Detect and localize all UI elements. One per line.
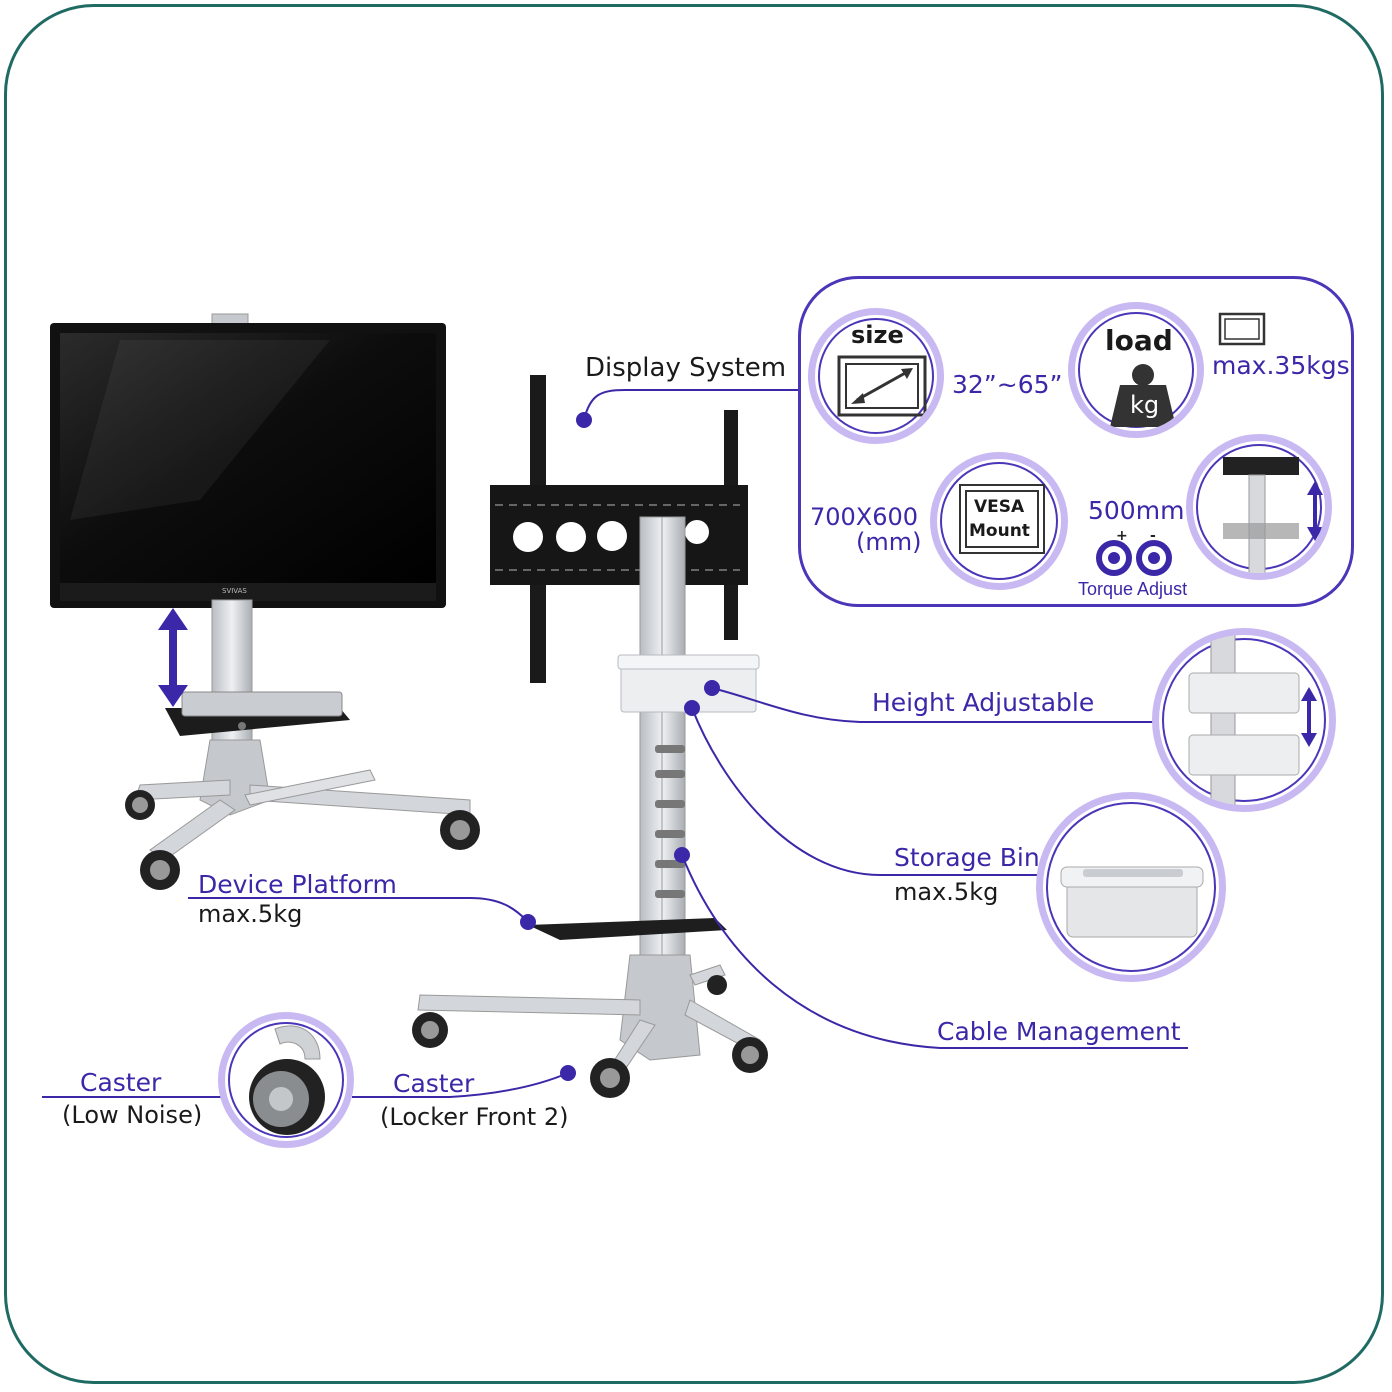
vesa-circle: VESA Mount	[930, 452, 1068, 590]
cable-management-label: Cable Management	[937, 1017, 1181, 1046]
size-value: 32”~65”	[952, 370, 1063, 399]
storage-bin-icon	[1060, 866, 1204, 938]
vesa-line1: VESA	[974, 497, 1025, 517]
device-platform-label: Device Platform	[198, 870, 397, 899]
display-outline-icon	[1218, 312, 1266, 346]
storage-bin-label: Storage Bin	[894, 843, 1040, 872]
load-kg: kg	[1130, 391, 1160, 419]
display-system-label: Display System	[585, 353, 787, 383]
height-range-value: 500mm	[1088, 496, 1185, 525]
load-word: load	[1105, 324, 1173, 357]
caster-low-noise-sub: (Low Noise)	[62, 1101, 203, 1129]
tv-cart-left: SVIVAS	[50, 313, 480, 890]
torque-adjust: Torque Adjust	[1078, 579, 1188, 599]
load-circle: load kg	[1068, 302, 1204, 438]
caster-locker-label: Caster	[393, 1069, 475, 1098]
storage-bin-circle	[1036, 792, 1226, 982]
callout-dots	[520, 412, 720, 1081]
vesa-value-line1: 700X600	[810, 503, 919, 531]
vesa-value-line2: (mm)	[856, 528, 922, 556]
caster-low-noise-label: Caster	[80, 1068, 162, 1097]
weight-icon	[1110, 364, 1176, 427]
svg-text:+: +	[1116, 530, 1128, 544]
load-value: max.35kgs	[1212, 351, 1350, 380]
torque-icon: + -	[1096, 530, 1172, 576]
size-circle: size	[808, 308, 944, 444]
caster-circle	[218, 1012, 354, 1148]
height-adjust-icon	[1188, 635, 1317, 805]
vesa-line2: Mount	[969, 521, 1030, 541]
mount-cart-right	[412, 375, 768, 1098]
size-word: size	[851, 321, 904, 349]
svg-text:-: -	[1150, 530, 1156, 544]
height-adjustable-label: Height Adjustable	[872, 688, 1095, 717]
device-platform-max: max.5kg	[198, 900, 303, 928]
caster-wheel-icon	[249, 1025, 325, 1135]
height-range-circle	[1186, 434, 1332, 580]
height-adjust-circle	[1152, 628, 1336, 812]
caster-locker-sub: (Locker Front 2)	[380, 1103, 569, 1131]
storage-bin-max: max.5kg	[894, 878, 999, 906]
mount-range-icon	[1223, 457, 1323, 573]
tv-brand-text: SVIVAS	[222, 587, 247, 595]
size-icon	[837, 355, 927, 417]
